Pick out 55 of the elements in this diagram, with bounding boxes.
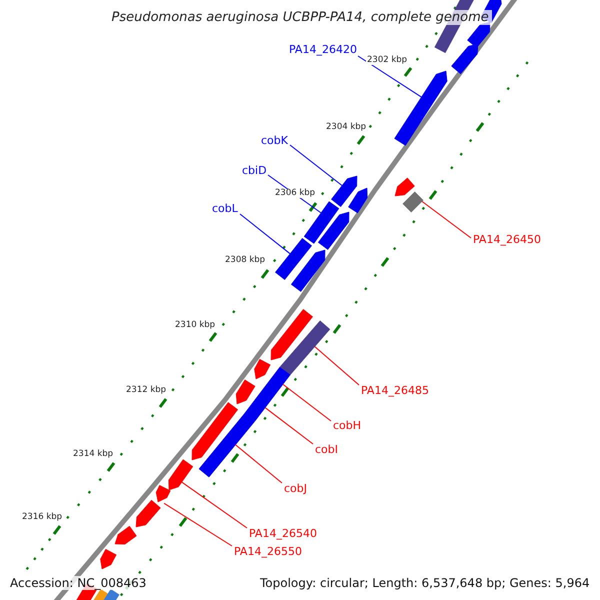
scale-tick-label: 2306 kbp	[274, 189, 316, 198]
gene-feature	[402, 192, 424, 212]
scale-tick-label: 2314 kbp	[72, 450, 114, 458]
scale-tick-label: 2302 kbp	[366, 56, 408, 64]
leader-line	[314, 346, 360, 386]
footer-text: Topology: circular; Length: 6,537,648 bp; Genes: 5,964	[258, 576, 592, 590]
gene-label: cobH	[333, 420, 362, 431]
gene-label: PA14_26420	[289, 44, 357, 55]
gene-label: PA14_26540	[249, 528, 317, 539]
scale-tick-label: 2312 kbp	[125, 386, 168, 394]
gene-feature	[394, 178, 415, 196]
gene-feature	[348, 188, 368, 214]
gene-feature	[198, 412, 256, 478]
scale-tick-label: 2304 kbp	[325, 123, 368, 132]
leader-line	[235, 444, 282, 484]
leader-line	[282, 384, 332, 422]
gene-feature	[270, 309, 313, 360]
gene-feature	[264, 366, 290, 396]
gene-label: cobI	[315, 444, 338, 455]
gene-label: cobK	[261, 135, 288, 146]
leader-line	[264, 407, 314, 444]
gene-label: PA14_26550	[234, 546, 302, 557]
gene-label: cobL	[212, 203, 238, 214]
scale-tick-label: 2308 kbp	[224, 256, 266, 264]
leader-line	[240, 214, 290, 254]
gene-feature	[280, 320, 330, 376]
footer-text: Accession: NC_008463	[8, 576, 148, 590]
gene-feature	[304, 201, 340, 244]
scale-tick-label: 2316 kbp	[21, 513, 64, 522]
gene-feature	[236, 380, 256, 404]
gene-feature	[254, 358, 271, 380]
scale-tick-label: 2310 kbp	[174, 321, 216, 330]
title: Pseudomonas aeruginosa UCBPP-PA14, complete genome	[108, 10, 492, 25]
leader-line	[422, 200, 472, 238]
gene-feature	[451, 44, 478, 74]
gene-feature	[192, 402, 238, 460]
gene-feature	[318, 212, 350, 250]
gene-label: PA14_26485	[361, 385, 429, 396]
gene-label: PA14_26450	[473, 234, 541, 245]
gene-feature	[290, 250, 326, 292]
leader-line	[290, 144, 342, 186]
gene-label: cbiD	[242, 165, 267, 176]
gene-label: cobJ	[284, 483, 308, 494]
gene-feature	[275, 238, 312, 280]
gene-feature	[331, 176, 358, 207]
leader-line	[181, 482, 248, 528]
gene-feature	[394, 70, 448, 146]
gene-feature	[244, 388, 274, 422]
gene-feature	[114, 526, 137, 544]
gene-feature	[100, 548, 117, 570]
leader-line	[164, 502, 232, 546]
leader-line	[358, 56, 422, 98]
gene-feature	[136, 500, 161, 528]
gene-feature	[168, 459, 194, 490]
gene-feature	[156, 485, 171, 502]
